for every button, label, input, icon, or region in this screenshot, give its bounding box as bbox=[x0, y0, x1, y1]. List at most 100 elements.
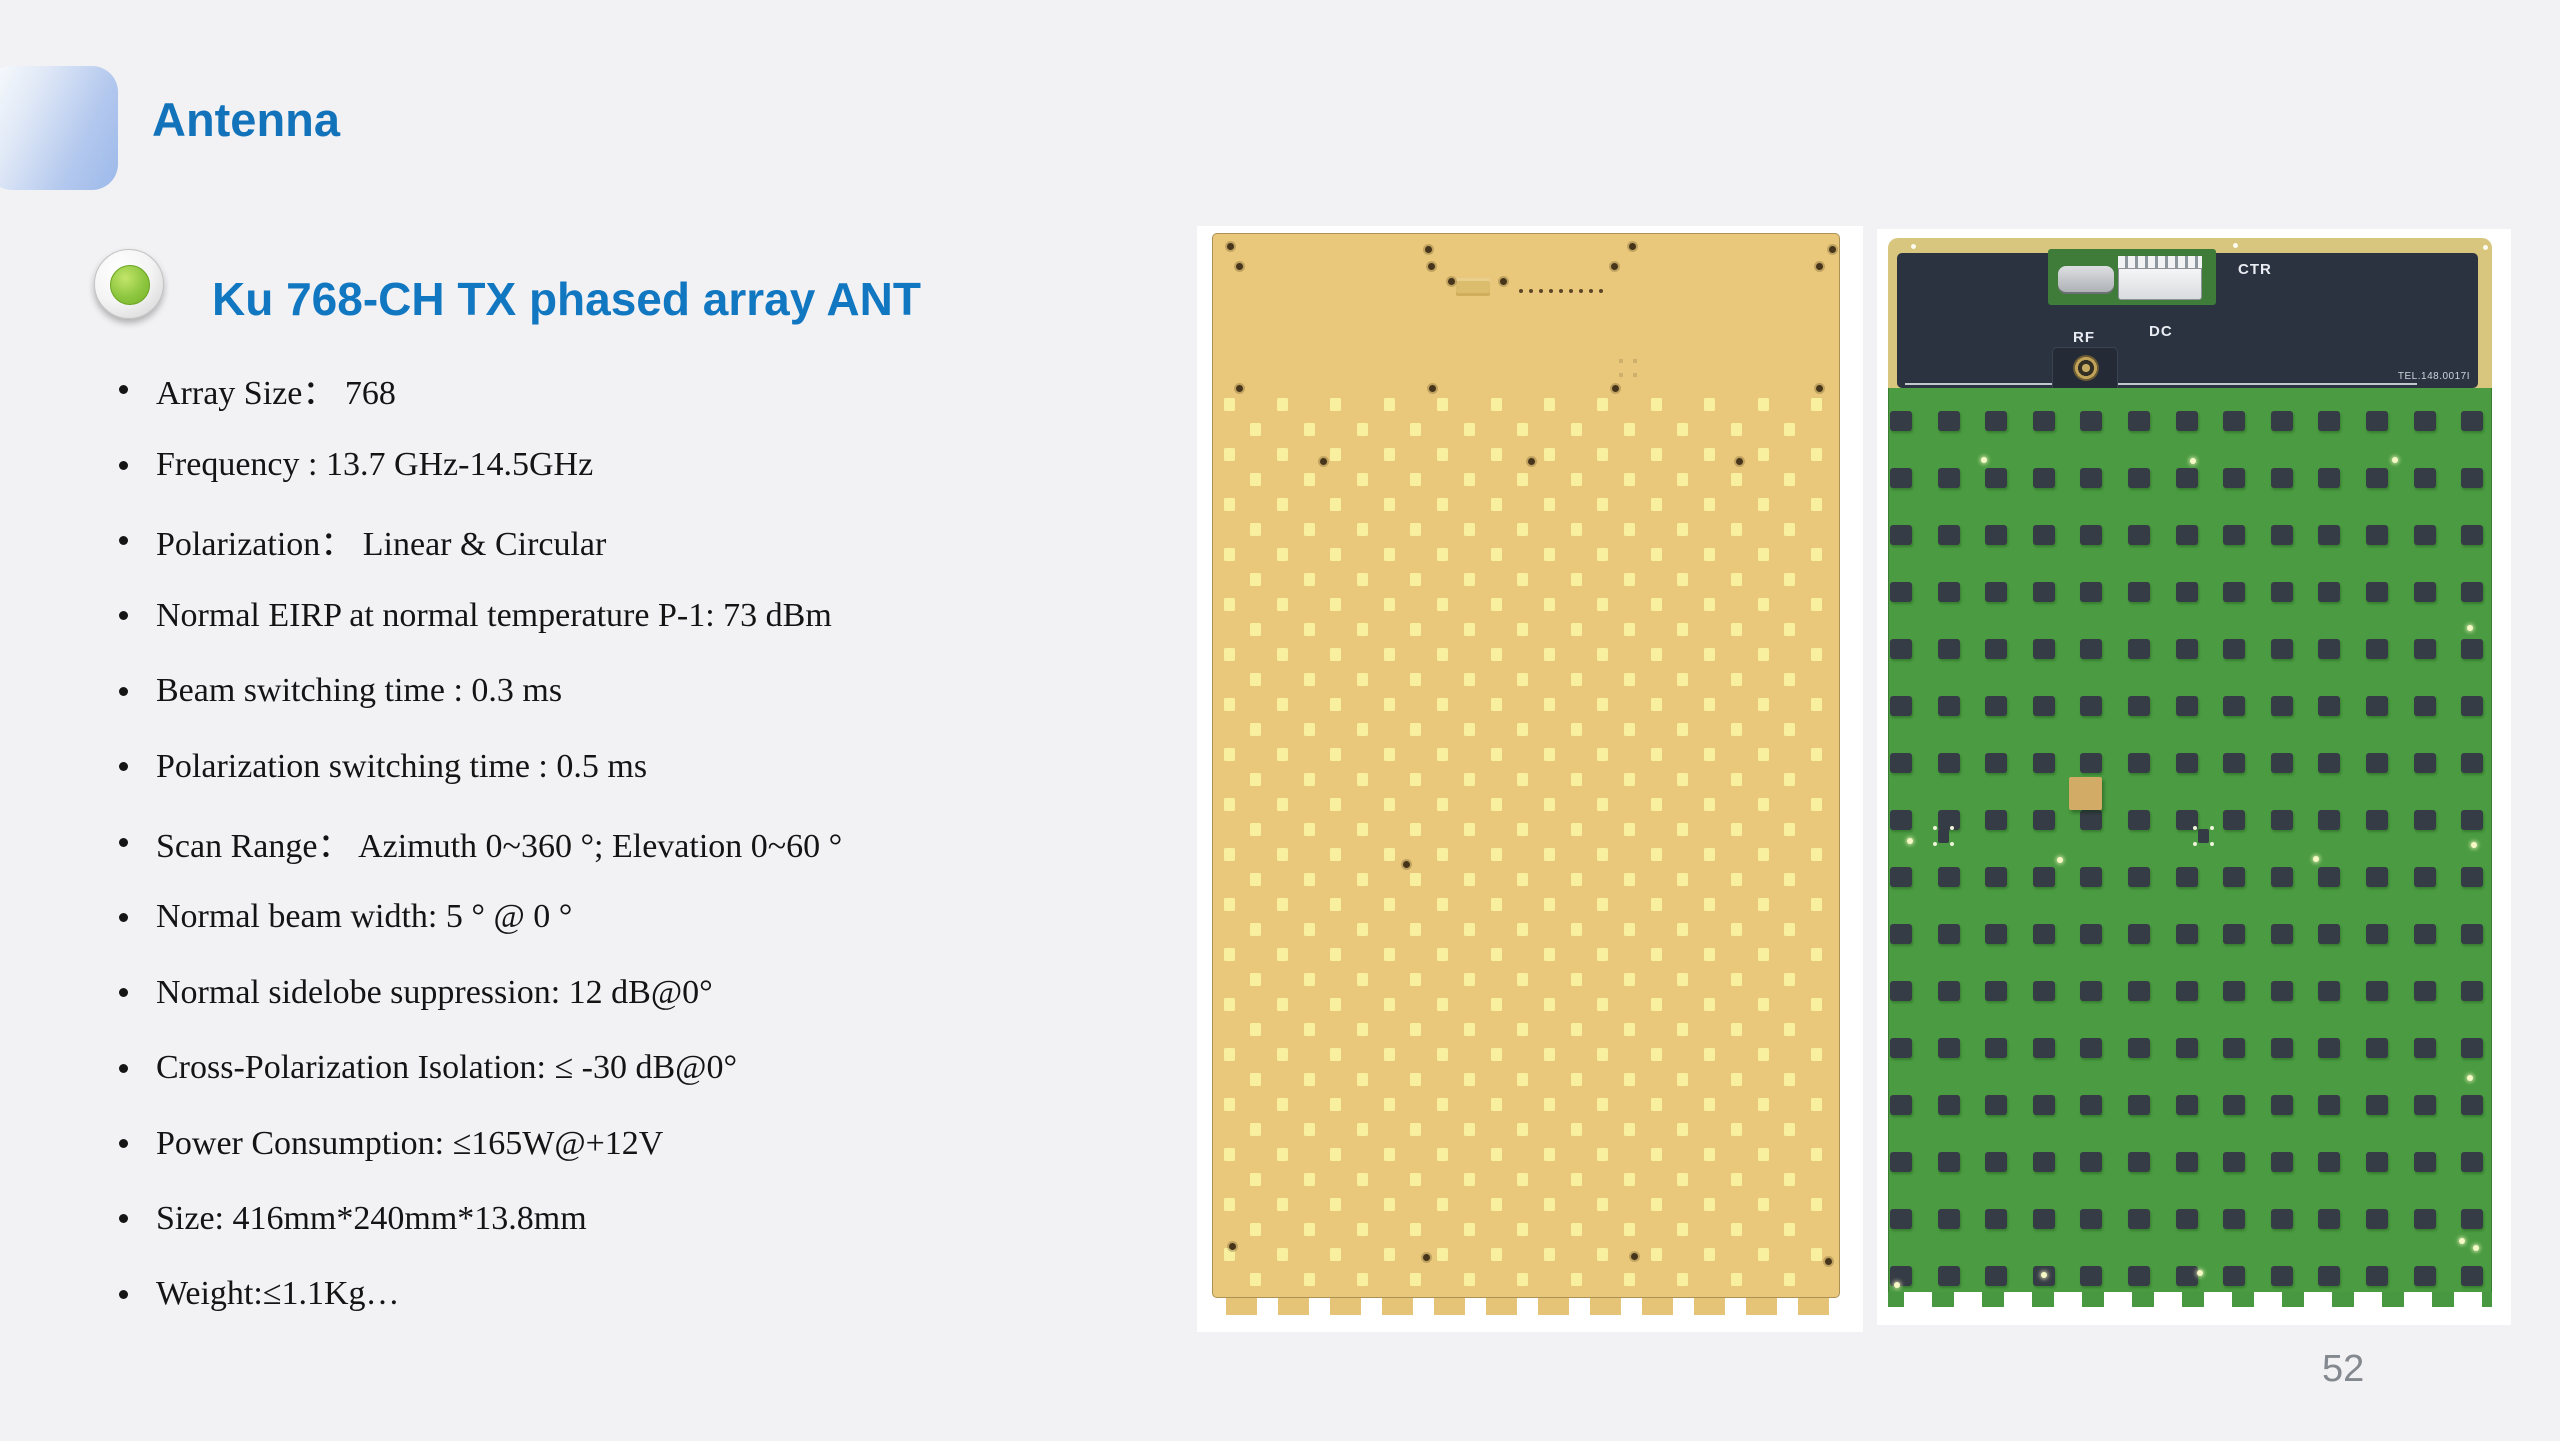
antenna-patch bbox=[1276, 598, 1288, 611]
beamformer-chip bbox=[2461, 525, 2484, 545]
antenna-patch bbox=[1357, 473, 1368, 486]
antenna-patch bbox=[1704, 748, 1716, 761]
antenna-patch bbox=[1276, 398, 1288, 411]
antenna-patch bbox=[1383, 398, 1395, 411]
antenna-patch bbox=[1463, 573, 1475, 586]
antenna-patch bbox=[1250, 873, 1262, 886]
screw-hole bbox=[1403, 861, 1410, 868]
beamformer-chip bbox=[2223, 1209, 2246, 1229]
beamformer-chip bbox=[2080, 1095, 2103, 1115]
beamformer-chip bbox=[2032, 411, 2055, 431]
spec-list: Array Size： 768 Frequency : 13.7 GHz-14.… bbox=[119, 352, 842, 1332]
antenna-patch bbox=[1597, 998, 1609, 1011]
antenna-patch bbox=[1810, 398, 1822, 411]
beamformer-chip bbox=[2223, 924, 2246, 944]
antenna-patch bbox=[1223, 498, 1235, 511]
beamformer-chip bbox=[2318, 924, 2341, 944]
antenna-patch bbox=[1757, 498, 1769, 511]
antenna-patch bbox=[1223, 698, 1235, 711]
antenna-patch bbox=[1597, 898, 1609, 911]
green-board bbox=[1888, 388, 2492, 1292]
antenna-patch bbox=[1730, 773, 1742, 786]
screw-hole bbox=[1629, 243, 1636, 250]
antenna-patch bbox=[1517, 1023, 1529, 1036]
beamformer-chip bbox=[2318, 981, 2341, 1001]
beamformer-chip bbox=[2270, 696, 2293, 716]
beamformer-chip bbox=[1937, 468, 1960, 488]
antenna-patch bbox=[1730, 873, 1742, 886]
antenna-patch bbox=[1410, 1173, 1422, 1186]
antenna-patch bbox=[1223, 1148, 1235, 1161]
beamformer-chip bbox=[2413, 810, 2436, 830]
beamformer-chip bbox=[2128, 468, 2150, 488]
beamformer-chip bbox=[2270, 981, 2293, 1001]
antenna-patch bbox=[1223, 648, 1235, 661]
beamformer-chip bbox=[2128, 1209, 2150, 1229]
beamformer-chip bbox=[2080, 525, 2103, 545]
antenna-patch bbox=[1357, 1023, 1368, 1036]
beamformer-chip bbox=[1890, 1095, 1912, 1115]
antenna-patch bbox=[1463, 923, 1475, 936]
antenna-patch bbox=[1730, 923, 1742, 936]
antenna-patch bbox=[1810, 448, 1822, 461]
antenna-patch bbox=[1677, 723, 1689, 736]
beamformer-chip bbox=[2080, 1038, 2103, 1058]
pad-dot bbox=[2193, 842, 2197, 846]
spec-item: Array Size： 768 bbox=[119, 352, 842, 427]
bullet-dot-icon bbox=[119, 912, 128, 922]
beamformer-chip bbox=[2175, 867, 2198, 887]
beamformer-chip bbox=[2080, 981, 2103, 1001]
antenna-patch bbox=[1650, 448, 1662, 461]
antenna-patch bbox=[1437, 798, 1449, 811]
antenna-patch bbox=[1624, 1123, 1635, 1136]
antenna-patch bbox=[1437, 1048, 1449, 1061]
antenna-patch bbox=[1704, 948, 1716, 961]
antenna-patch bbox=[1330, 1198, 1342, 1211]
antenna-patch bbox=[1437, 948, 1449, 961]
antenna-patch bbox=[1597, 448, 1609, 461]
antenna-patch bbox=[1330, 548, 1342, 561]
beamformer-chip bbox=[2366, 1095, 2388, 1115]
antenna-patch bbox=[1650, 498, 1662, 511]
antenna-patch bbox=[1437, 1148, 1449, 1161]
spec-item: Frequency : 13.7 GHz-14.5GHz bbox=[119, 427, 842, 502]
antenna-patch bbox=[1490, 448, 1502, 461]
antenna-patch bbox=[1624, 1023, 1635, 1036]
fiducial-mark bbox=[1619, 359, 1623, 363]
beamformer-chip bbox=[2080, 867, 2103, 887]
antenna-patch bbox=[1757, 1248, 1769, 1261]
beamformer-chip bbox=[1937, 696, 1960, 716]
beamformer-chip bbox=[2366, 1209, 2388, 1229]
rf-connector-cutout bbox=[2052, 347, 2118, 388]
antenna-patch bbox=[1543, 398, 1555, 411]
antenna-patch bbox=[1517, 923, 1529, 936]
antenna-patch bbox=[1757, 1148, 1769, 1161]
antenna-patch bbox=[1784, 473, 1796, 486]
antenna-patch bbox=[1810, 548, 1822, 561]
bullet-dot-icon bbox=[119, 1214, 128, 1224]
antenna-patch bbox=[1490, 498, 1502, 511]
beamformer-chip bbox=[1937, 411, 1960, 431]
bullet-dot-icon bbox=[119, 686, 128, 696]
antenna-patch bbox=[1490, 898, 1502, 911]
antenna-patch bbox=[1490, 848, 1502, 861]
dc-label: DC bbox=[2149, 323, 2173, 340]
beamformer-chip bbox=[2461, 1038, 2484, 1058]
antenna-patch bbox=[1597, 948, 1609, 961]
antenna-patch bbox=[1704, 798, 1716, 811]
antenna-patch bbox=[1517, 1123, 1529, 1136]
antenna-patch bbox=[1517, 1273, 1529, 1286]
antenna-patch bbox=[1490, 398, 1502, 411]
antenna-patch bbox=[1250, 773, 1262, 786]
spec-text: Scan Range： Azimuth 0~360 °; Elevation 0… bbox=[156, 827, 843, 865]
antenna-patch bbox=[1517, 573, 1529, 586]
beamformer-chip bbox=[2318, 639, 2341, 659]
antenna-patch bbox=[1730, 673, 1742, 686]
spec-text: Frequency : 13.7 GHz-14.5GHz bbox=[156, 446, 594, 484]
antenna-patch bbox=[1383, 1098, 1395, 1111]
antenna-patch bbox=[1543, 698, 1555, 711]
beamformer-chip bbox=[2175, 1209, 2198, 1229]
antenna-patch bbox=[1463, 1223, 1475, 1236]
antenna-patch bbox=[1730, 473, 1742, 486]
antenna-patch bbox=[1276, 898, 1288, 911]
